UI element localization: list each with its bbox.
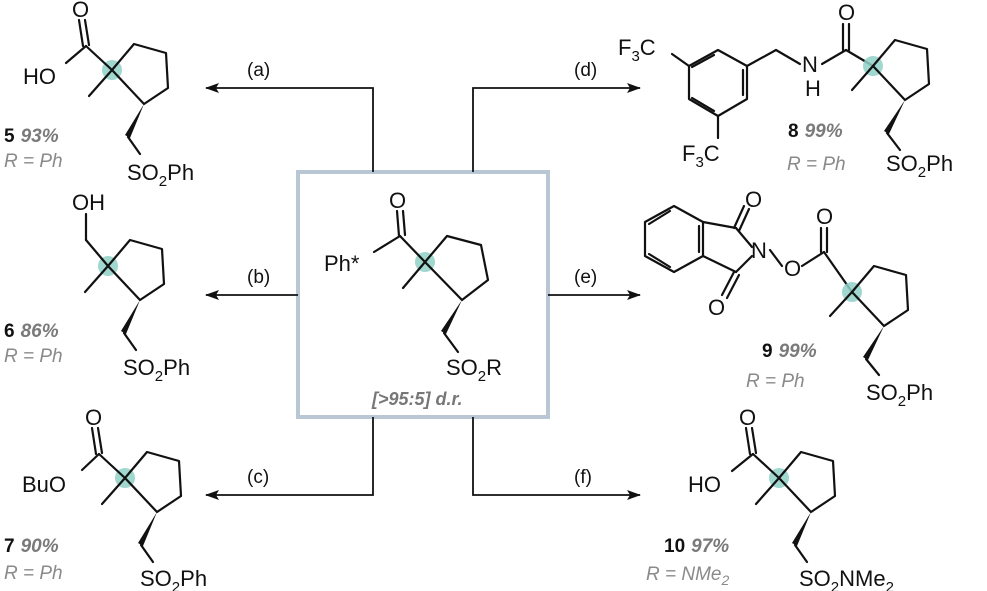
product-8-r-group: R = Ph bbox=[787, 154, 846, 175]
product-10-r-group: R = NMe2 bbox=[646, 564, 730, 588]
sulfonyl-r-label: SO2R bbox=[446, 355, 502, 385]
product-6-structure: OH SO2Ph bbox=[72, 190, 190, 385]
phenyl-star-label: Ph* bbox=[324, 251, 360, 276]
arrow-f bbox=[472, 417, 641, 500]
condition-f: (f) bbox=[574, 467, 592, 488]
svg-text:SO2Ph: SO2Ph bbox=[886, 151, 953, 181]
product-5-structure: HO O SO2Ph bbox=[23, 0, 194, 190]
product-7-structure: BuO O SO2Ph bbox=[22, 405, 207, 591]
svg-text:O: O bbox=[784, 256, 801, 281]
svg-text:F3C: F3C bbox=[618, 35, 656, 65]
svg-text:BuO: BuO bbox=[22, 472, 66, 497]
condition-c: (c) bbox=[247, 467, 269, 488]
svg-text:SO2Ph: SO2Ph bbox=[866, 380, 933, 410]
arrow-d bbox=[472, 83, 641, 172]
condition-b: (b) bbox=[247, 267, 270, 288]
svg-text:F3C: F3C bbox=[682, 141, 720, 171]
svg-text:O: O bbox=[739, 405, 756, 430]
carbonyl-oxygen-label: O bbox=[389, 188, 406, 213]
svg-text:SO2NMe2: SO2NMe2 bbox=[799, 566, 894, 591]
product-8-structure: F3C F3C N H O SO2Ph bbox=[618, 0, 953, 181]
svg-text:HO: HO bbox=[23, 64, 56, 89]
product-6-r-group: R = Ph bbox=[4, 346, 63, 367]
substrate-structure: Ph* O SO2R bbox=[324, 188, 502, 385]
condition-d: (d) bbox=[574, 60, 597, 81]
svg-text:O: O bbox=[816, 204, 833, 229]
svg-text:O: O bbox=[85, 405, 102, 430]
product-9-r-group: R = Ph bbox=[746, 371, 805, 392]
svg-text:O: O bbox=[838, 0, 855, 25]
svg-text:O: O bbox=[72, 0, 89, 22]
condition-a: (a) bbox=[247, 60, 270, 81]
product-5-r-group: R = Ph bbox=[4, 151, 63, 172]
svg-text:H: H bbox=[805, 76, 821, 101]
svg-text:N: N bbox=[751, 238, 767, 263]
svg-text:HO: HO bbox=[688, 472, 721, 497]
svg-text:SO2Ph: SO2Ph bbox=[127, 160, 194, 190]
svg-text:SO2Ph: SO2Ph bbox=[140, 566, 207, 591]
substrate-box bbox=[296, 170, 550, 419]
svg-text:SO2Ph: SO2Ph bbox=[123, 355, 190, 385]
product-7-r-group: R = Ph bbox=[4, 563, 63, 584]
condition-e: (e) bbox=[574, 267, 597, 288]
arrow-a bbox=[205, 83, 374, 172]
svg-text:N: N bbox=[802, 52, 818, 77]
diastereomeric-ratio: [>95:5] d.r. bbox=[371, 389, 463, 409]
product-9-structure: N O O O O SO2Ph bbox=[643, 187, 933, 410]
svg-text:O: O bbox=[745, 187, 762, 212]
product-10-structure: HO O SO2NMe2 bbox=[688, 405, 894, 591]
svg-text:O: O bbox=[708, 295, 725, 320]
svg-text:OH: OH bbox=[72, 190, 105, 215]
arrow-c bbox=[205, 417, 374, 500]
